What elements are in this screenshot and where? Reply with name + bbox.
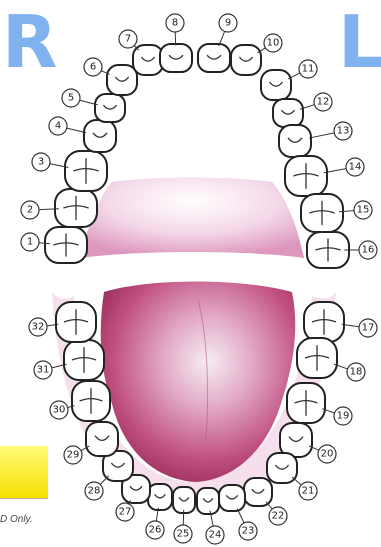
tooth-label-20: 20: [309, 445, 336, 463]
tooth-24: [197, 488, 219, 514]
tooth-label-29: 29: [64, 446, 89, 464]
tooth-13: [279, 125, 311, 157]
tooth-number-text: 16: [362, 245, 375, 256]
tooth-label-14: 14: [324, 158, 364, 176]
tooth-30: [72, 381, 110, 421]
tooth-25: [173, 487, 195, 513]
tooth-number-text: 19: [337, 411, 350, 422]
tooth-number-text: 20: [321, 449, 334, 460]
tooth-number-text: 9: [225, 18, 231, 29]
tooth-label-11: 11: [288, 60, 317, 79]
tooth-number-text: 5: [68, 93, 74, 104]
tooth-number-text: 18: [350, 367, 363, 378]
leader-line: [100, 476, 108, 485]
tooth-label-13: 13: [309, 122, 352, 140]
tooth-label-19: 19: [322, 407, 352, 425]
tooth-label-4: 4: [49, 117, 86, 135]
tooth-number-text: 22: [272, 511, 285, 522]
tooth-label-32: 32: [29, 318, 58, 336]
tooth-17: [304, 302, 344, 342]
tooth-number-text: 2: [27, 205, 33, 216]
tooth-16: [307, 232, 349, 268]
tooth-number-text: 7: [125, 34, 131, 45]
tooth-9: [198, 44, 230, 72]
tooth-23: [219, 485, 245, 511]
tooth-label-22: 22: [266, 502, 287, 525]
tooth-number-text: 27: [119, 507, 132, 518]
tooth-number-text: 1: [27, 237, 33, 248]
tooth-4: [84, 120, 116, 152]
tooth-number-text: 12: [317, 97, 330, 108]
tooth-1: [45, 227, 87, 263]
tooth-31: [64, 340, 104, 380]
tooth-number-text: 17: [362, 323, 375, 334]
tooth-number-text: 26: [149, 525, 162, 536]
tooth-6: [107, 65, 137, 95]
tooth-11: [261, 70, 291, 100]
tooth-number-text: 25: [177, 529, 190, 540]
tooth-number-text: 8: [172, 18, 178, 29]
tooth-number-text: 30: [53, 405, 66, 416]
tooth-12: [273, 99, 303, 127]
palate: [80, 178, 304, 259]
tooth-label-3: 3: [32, 153, 68, 171]
tooth-number-text: 29: [67, 450, 80, 461]
tooth-number-text: 31: [37, 365, 50, 376]
leader-line: [309, 133, 334, 138]
tooth-label-9: 9: [219, 14, 237, 46]
tooth-number-text: 4: [55, 121, 61, 132]
tooth-label-12: 12: [300, 93, 332, 111]
tooth-number-text: 6: [90, 62, 96, 73]
tooth-20: [280, 423, 312, 457]
tooth-3: [65, 151, 107, 191]
tooth-number-text: 32: [32, 322, 45, 333]
tooth-number-text: 10: [267, 38, 280, 49]
tooth-label-23: 23: [237, 509, 257, 540]
tooth-number-text: 13: [337, 126, 350, 137]
tooth-label-24: 24: [206, 511, 224, 544]
tooth-29: [86, 422, 118, 456]
tooth-label-6: 6: [84, 58, 110, 76]
tooth-label-28: 28: [85, 476, 109, 500]
tooth-32: [56, 302, 96, 342]
tooth-number-text: 14: [349, 162, 362, 173]
footer-note: D Only.: [0, 514, 33, 525]
tooth-number-text: 23: [242, 526, 255, 537]
tooth-label-17: 17: [342, 319, 377, 337]
tooth-21: [267, 453, 297, 483]
tooth-label-25: 25: [174, 510, 192, 543]
tooth-label-30: 30: [50, 401, 75, 419]
tooth-8: [160, 44, 192, 72]
tooth-number-text: 21: [302, 486, 315, 497]
tooth-number-text: 15: [357, 205, 370, 216]
tooth-label-5: 5: [62, 89, 98, 107]
tooth-26: [148, 484, 172, 510]
tooth-2: [55, 189, 97, 227]
tooth-label-26: 26: [146, 508, 164, 539]
tooth-18: [297, 338, 337, 378]
tooth-number-text: 24: [209, 530, 222, 541]
tooth-label-2: 2: [21, 201, 59, 219]
leader-line: [67, 128, 86, 133]
tooth-number-text: 11: [302, 64, 315, 75]
yellow-callout: [0, 446, 48, 499]
tooth-label-7: 7: [119, 30, 139, 50]
tooth-label-10: 10: [257, 34, 282, 53]
tooth-22: [244, 478, 272, 506]
tooth-14: [285, 156, 327, 196]
tooth-label-18: 18: [334, 363, 365, 381]
tooth-number-text: 28: [88, 486, 101, 497]
tooth-15: [301, 194, 343, 232]
leader-line: [237, 509, 244, 523]
tooth-19: [287, 383, 325, 423]
tooth-5: [95, 94, 125, 122]
tooth-label-8: 8: [166, 14, 184, 45]
tooth-number-text: 3: [38, 157, 44, 168]
tooth-10: [231, 45, 261, 75]
tooth-label-21: 21: [292, 477, 317, 500]
